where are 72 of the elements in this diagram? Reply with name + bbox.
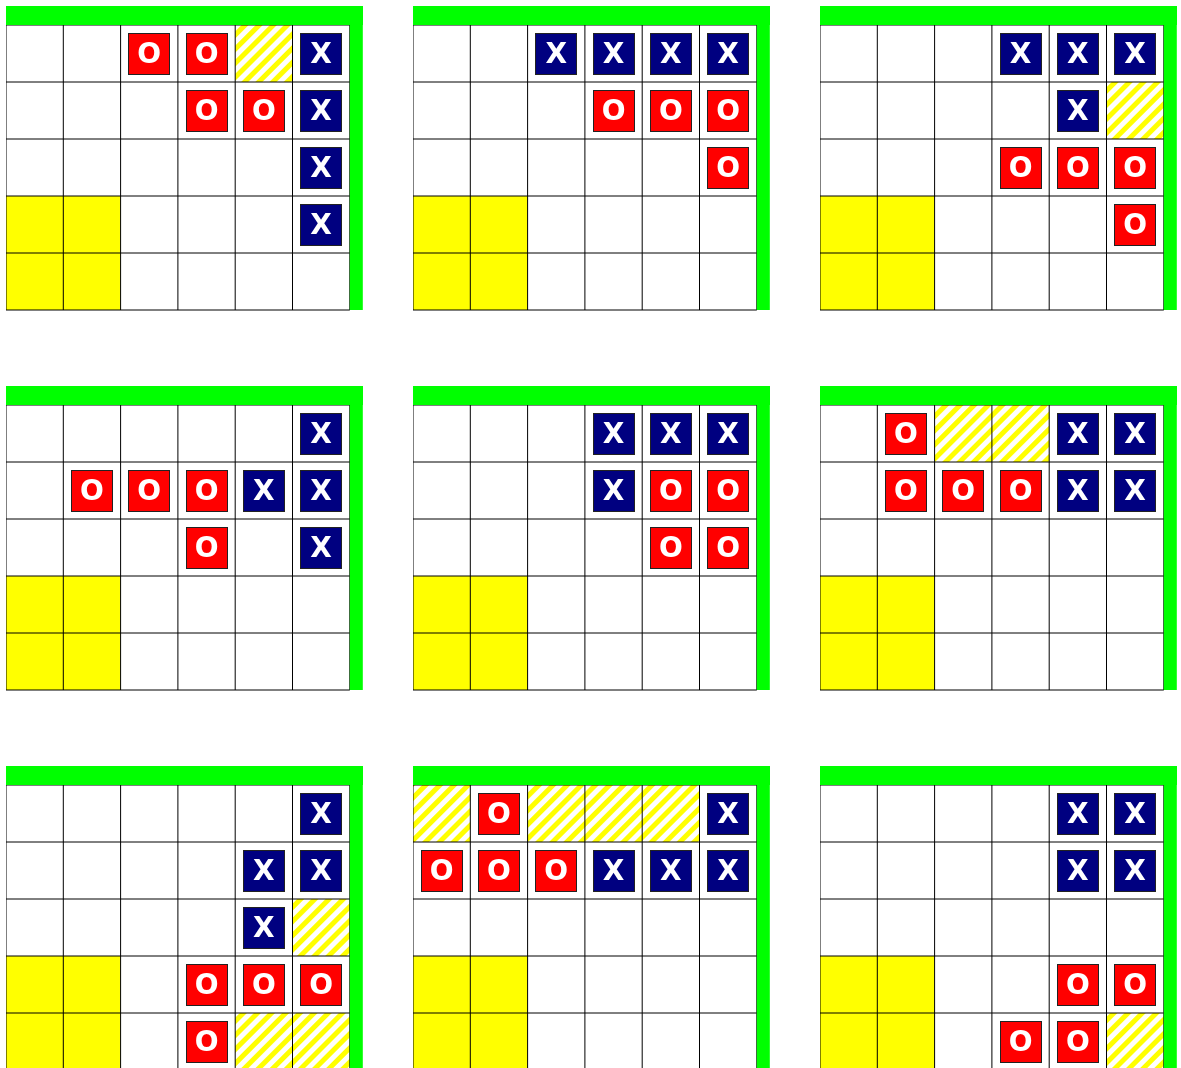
x-tile: X xyxy=(300,32,343,75)
x-tile: X xyxy=(300,849,343,892)
o-tile: O xyxy=(999,469,1042,512)
o-tile: O xyxy=(1114,203,1157,246)
x-tile: X xyxy=(300,412,343,455)
o-tile: O xyxy=(999,146,1042,189)
o-tile: O xyxy=(1056,146,1099,189)
o-tile: O xyxy=(185,89,228,132)
o-tile: O xyxy=(707,89,750,132)
x-tile: X xyxy=(1056,32,1099,75)
o-tile: O xyxy=(185,1020,228,1063)
x-tile: X xyxy=(1114,849,1157,892)
x-tile: X xyxy=(242,849,285,892)
o-tile: O xyxy=(1056,963,1099,1006)
x-tile: X xyxy=(300,203,343,246)
o-tile: O xyxy=(70,469,113,512)
x-tile: X xyxy=(242,469,285,512)
x-tile: X xyxy=(1056,412,1099,455)
x-tile: X xyxy=(300,792,343,835)
o-tile: O xyxy=(707,526,750,569)
o-tile: O xyxy=(185,526,228,569)
o-tile: O xyxy=(999,1020,1042,1063)
x-tile: X xyxy=(1056,469,1099,512)
x-tile: X xyxy=(1056,792,1099,835)
o-tile: O xyxy=(185,469,228,512)
o-tile: O xyxy=(300,963,343,1006)
x-tile: X xyxy=(300,89,343,132)
o-tile: O xyxy=(707,469,750,512)
o-tile: O xyxy=(128,32,171,75)
x-tile: X xyxy=(707,32,750,75)
x-tile: X xyxy=(1114,32,1157,75)
x-tile: X xyxy=(649,32,692,75)
o-tile: O xyxy=(1056,1020,1099,1063)
x-tile: X xyxy=(649,849,692,892)
o-tile: O xyxy=(185,963,228,1006)
o-tile: O xyxy=(185,32,228,75)
x-tile: X xyxy=(592,412,635,455)
o-tile: O xyxy=(649,89,692,132)
x-tile: X xyxy=(999,32,1042,75)
x-tile: X xyxy=(707,792,750,835)
o-tile: O xyxy=(535,849,578,892)
o-tile: O xyxy=(884,412,927,455)
x-tile: X xyxy=(707,412,750,455)
o-tile: O xyxy=(884,469,927,512)
o-tile: O xyxy=(649,526,692,569)
o-tile: O xyxy=(1114,963,1157,1006)
o-tile: O xyxy=(942,469,985,512)
o-tile: O xyxy=(477,849,520,892)
x-tile: X xyxy=(1056,849,1099,892)
o-tile: O xyxy=(242,963,285,1006)
x-tile: X xyxy=(592,32,635,75)
x-tile: X xyxy=(1056,89,1099,132)
o-tile: O xyxy=(420,849,463,892)
x-tile: X xyxy=(300,146,343,189)
o-tile: O xyxy=(649,469,692,512)
o-tile: O xyxy=(1114,146,1157,189)
x-tile: X xyxy=(300,526,343,569)
x-tile: X xyxy=(535,32,578,75)
o-tile: O xyxy=(242,89,285,132)
x-tile: X xyxy=(242,906,285,949)
o-tile: O xyxy=(477,792,520,835)
x-tile: X xyxy=(1114,469,1157,512)
x-tile: X xyxy=(649,412,692,455)
x-tile: X xyxy=(1114,792,1157,835)
o-tile: O xyxy=(707,146,750,189)
x-tile: X xyxy=(592,469,635,512)
o-tile: O xyxy=(128,469,171,512)
x-tile: X xyxy=(300,469,343,512)
x-tile: X xyxy=(1114,412,1157,455)
o-tile: O xyxy=(592,89,635,132)
x-tile: X xyxy=(707,849,750,892)
x-tile: X xyxy=(592,849,635,892)
